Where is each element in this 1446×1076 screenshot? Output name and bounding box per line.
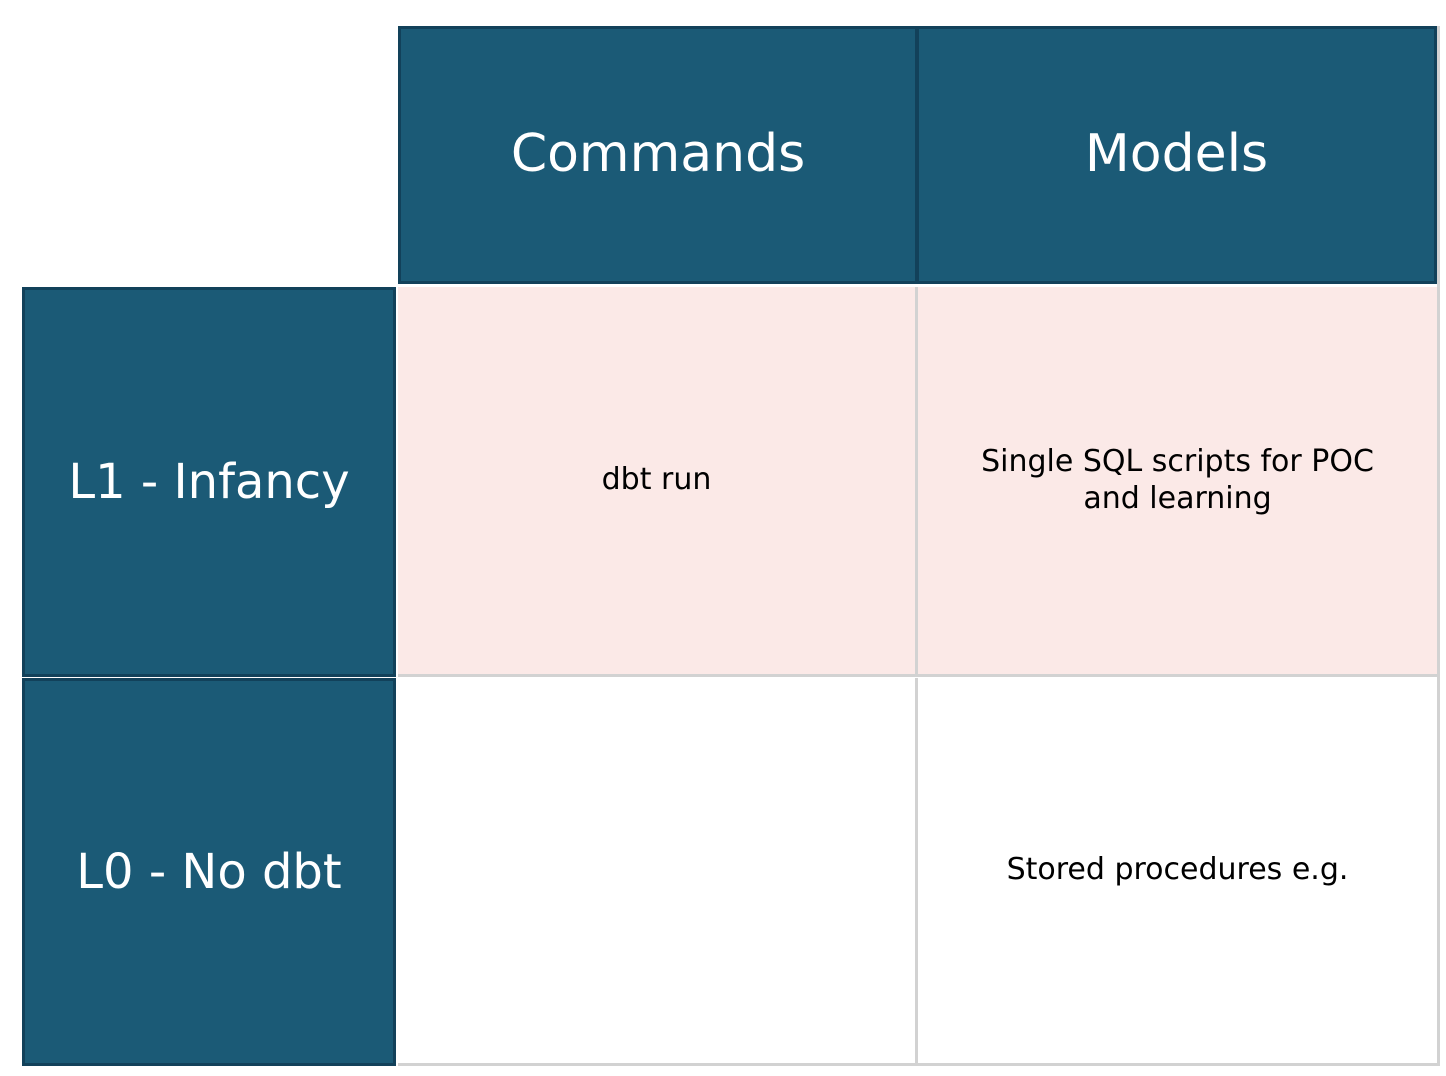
cell-l0-models-text: Stored procedures e.g. xyxy=(1006,852,1349,888)
cell-l1-models[interactable]: Single SQL scripts for POC and learning xyxy=(918,287,1440,677)
row-header-l1-infancy-label: L1 - Infancy xyxy=(68,453,350,510)
column-header-commands-label: Commands xyxy=(510,124,806,185)
table-corner-cell xyxy=(22,26,396,284)
row-header-l0-no-dbt[interactable]: L0 - No dbt xyxy=(22,678,396,1066)
cell-l1-models-text: Single SQL scripts for POC and learning xyxy=(981,443,1374,516)
column-header-models-label: Models xyxy=(1084,124,1269,185)
gridline-right-edge xyxy=(1437,26,1440,1066)
row-header-l0-no-dbt-label: L0 - No dbt xyxy=(76,843,342,900)
column-header-models[interactable]: Models xyxy=(916,26,1437,284)
cell-l0-commands[interactable] xyxy=(398,678,918,1066)
cell-l0-models[interactable]: Stored procedures e.g. xyxy=(918,678,1440,1066)
row-header-l1-infancy[interactable]: L1 - Infancy xyxy=(22,287,396,677)
gridline-bottom-edge xyxy=(398,1063,1440,1066)
column-header-commands[interactable]: Commands xyxy=(398,26,918,284)
cell-l1-commands-text: dbt run xyxy=(601,462,712,498)
cell-l1-commands[interactable]: dbt run xyxy=(398,287,918,677)
